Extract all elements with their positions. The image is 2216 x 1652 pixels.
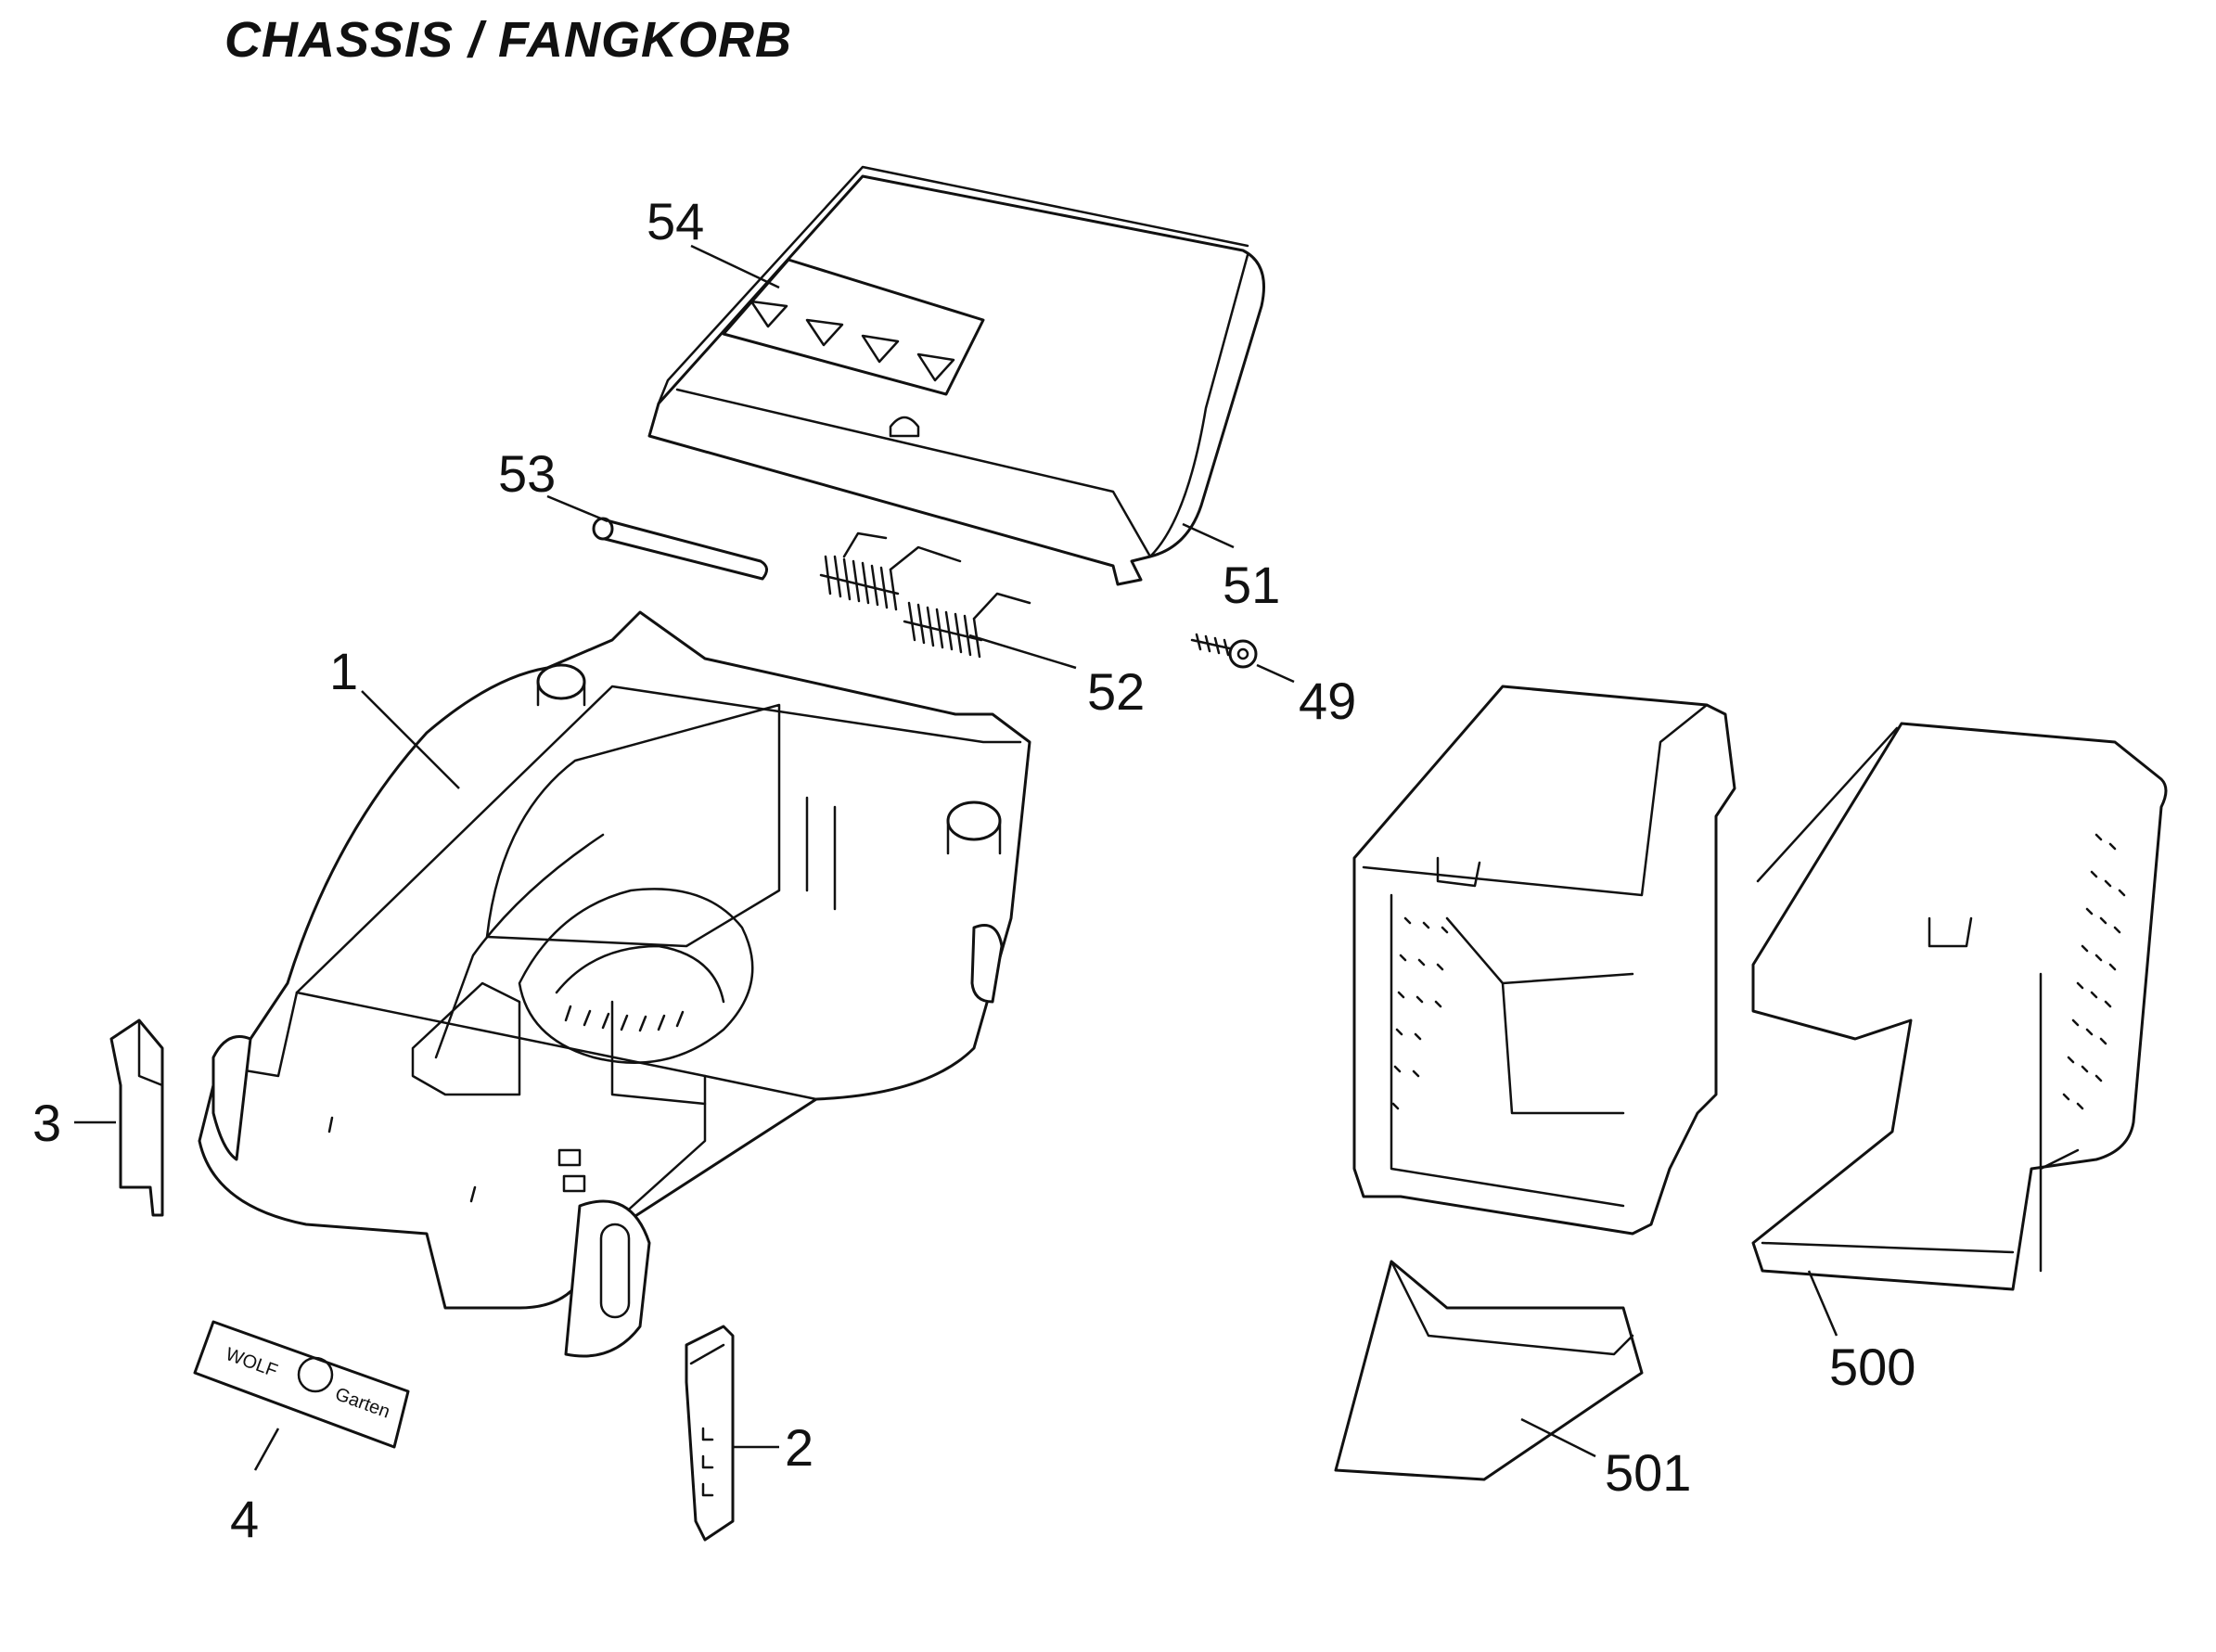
brand-badge: WOLF Garten bbox=[193, 1320, 410, 1449]
grass-catcher-right-half bbox=[1751, 722, 2168, 1291]
callout-51: 51 bbox=[1223, 556, 1280, 614]
grass-catcher-left-half bbox=[1352, 685, 1736, 1236]
callout-3: 3 bbox=[32, 1094, 61, 1152]
page-title: CHASSIS / FANGKORB bbox=[224, 12, 793, 68]
callout-53: 53 bbox=[498, 444, 556, 503]
rear-flap-cover bbox=[647, 165, 1265, 586]
callout-500: 500 bbox=[1829, 1338, 1915, 1396]
callout-501: 501 bbox=[1605, 1443, 1691, 1502]
chassis-housing bbox=[198, 610, 1031, 1358]
callout-1: 1 bbox=[329, 642, 358, 700]
side-trim-left bbox=[109, 1018, 164, 1217]
screw bbox=[1190, 633, 1258, 669]
callout-52: 52 bbox=[1087, 662, 1145, 721]
side-trim-right bbox=[685, 1325, 735, 1542]
callout-49: 49 bbox=[1299, 672, 1356, 730]
callout-2: 2 bbox=[785, 1418, 813, 1477]
callout-labels: 54 53 51 52 49 1 3 4 2 500 501 bbox=[32, 192, 1915, 1548]
callout-54: 54 bbox=[647, 192, 704, 250]
catcher-base-tray bbox=[1334, 1260, 1644, 1481]
torsion-springs bbox=[819, 531, 1031, 659]
callout-4: 4 bbox=[230, 1490, 259, 1548]
leader-lines bbox=[74, 244, 1838, 1471]
hinge-rod bbox=[592, 517, 768, 581]
